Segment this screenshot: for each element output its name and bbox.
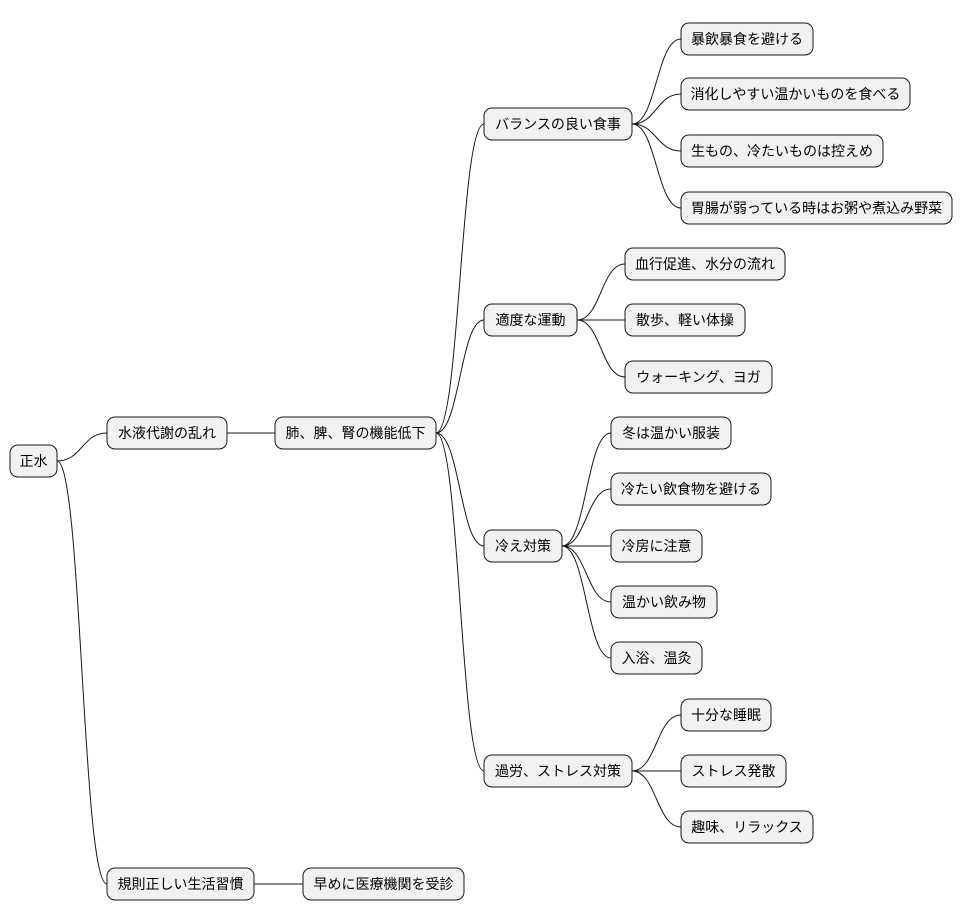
node-box <box>106 416 228 450</box>
node-label: バランスの良い食事 <box>495 116 621 133</box>
node-box <box>483 529 563 563</box>
mindmap-node-b2a: 早めに医療機関を受診 <box>302 867 465 901</box>
node-label: 早めに医療機関を受診 <box>314 876 454 893</box>
node-box <box>610 585 718 619</box>
mindmap-node-c3c: 冷房に注意 <box>610 529 703 563</box>
mindmap-nodes: 正水 水液代謝の乱れ 肺、脾、腎の機能低下 バランスの良い食事 暴飲暴食を避ける消化しや… <box>9 22 953 901</box>
node-box <box>624 247 786 281</box>
node-label: 正水 <box>20 454 48 470</box>
node-label: 十分な睡眠 <box>691 708 761 724</box>
connector-line <box>435 319 485 434</box>
connector-line <box>561 488 612 547</box>
node-box <box>680 754 787 788</box>
mindmap-node-b2: 規則正しい生活習慣 <box>106 867 255 901</box>
connector-line <box>435 123 485 434</box>
node-label: 規則正しい生活習慣 <box>118 876 244 893</box>
mindmap-node-root: 正水 <box>9 444 58 478</box>
node-box <box>680 191 953 225</box>
mindmap-node-c4c: 趣味、リラックス <box>680 810 814 844</box>
node-label: 入浴、温灸 <box>622 651 692 667</box>
node-label: 水液代謝の乱れ <box>118 426 216 442</box>
mindmap-node-c3d: 温かい飲み物 <box>610 585 718 619</box>
node-box <box>680 810 814 844</box>
node-box <box>610 472 772 506</box>
mindmap-node-c1: バランスの良い食事 <box>483 107 633 141</box>
connector-line <box>561 545 612 659</box>
node-box <box>483 754 633 788</box>
node-label: 冷たい飲食物を避ける <box>621 481 761 498</box>
mindmap-node-c1b: 消化しやすい温かいものを食べる <box>680 77 911 111</box>
node-box <box>9 444 58 478</box>
mindmap-node-c4: 過労、ストレス対策 <box>483 754 633 788</box>
node-label: 散歩、軽い体操 <box>636 313 734 329</box>
node-label: 温かい飲み物 <box>622 595 706 611</box>
node-box <box>680 134 884 168</box>
node-box <box>610 529 703 563</box>
connector-line <box>561 432 612 547</box>
node-label: ストレス発散 <box>692 764 776 780</box>
node-label: 冬は温かい服装 <box>622 426 720 442</box>
mindmap-node-b1a: 肺、脾、腎の機能低下 <box>274 416 437 450</box>
node-label: 暴飲暴食を避ける <box>691 31 803 48</box>
node-label: 冷房に注意 <box>622 538 692 555</box>
connector-line <box>56 432 108 462</box>
mindmap-node-b1: 水液代謝の乱れ <box>106 416 228 450</box>
node-box <box>483 303 578 337</box>
node-box <box>610 416 732 450</box>
mindmap-node-c4a: 十分な睡眠 <box>680 698 772 732</box>
mindmap-node-c2a: 血行促進、水分の流れ <box>624 247 786 281</box>
node-box <box>274 416 437 450</box>
node-label: 胃腸が弱っている時はお粥や煮込み野菜 <box>691 200 942 217</box>
mindmap-node-c1c: 生もの、冷たいものは控えめ <box>680 134 884 168</box>
mindmap-node-c1d: 胃腸が弱っている時はお粥や煮込み野菜 <box>680 191 953 225</box>
node-label: 冷え対策 <box>495 538 551 555</box>
node-label: 生もの、冷たいものは控えめ <box>691 144 873 160</box>
connector-line <box>561 545 612 603</box>
node-box <box>624 303 746 337</box>
connector-line <box>576 263 626 321</box>
connector-line <box>631 770 682 828</box>
mindmap-node-c3e: 入浴、温灸 <box>610 641 703 675</box>
mindmap-node-c3b: 冷たい飲食物を避ける <box>610 472 772 506</box>
node-box <box>680 22 814 56</box>
node-box <box>483 107 633 141</box>
node-label: 趣味、リラックス <box>691 820 803 836</box>
node-box <box>624 360 773 394</box>
node-label: 肺、脾、腎の機能低下 <box>286 426 426 442</box>
node-label: 血行促進、水分の流れ <box>635 257 775 273</box>
connector-line <box>631 38 682 125</box>
node-box <box>106 867 255 901</box>
mindmap-node-c2c: ウォーキング、ヨガ <box>624 360 773 394</box>
connector-line <box>631 93 682 125</box>
mindmap-node-c2b: 散歩、軽い体操 <box>624 303 746 337</box>
node-label: ウォーキング、ヨガ <box>636 370 761 386</box>
connector-line <box>576 319 626 378</box>
connector-line <box>631 123 682 152</box>
node-label: 消化しやすい温かいものを食べる <box>691 86 901 103</box>
connector-line <box>631 123 682 209</box>
node-box <box>680 77 911 111</box>
connector-line <box>631 714 682 772</box>
node-label: 適度な運動 <box>496 312 566 329</box>
node-box <box>680 698 772 732</box>
mindmap-node-c2: 適度な運動 <box>483 303 578 337</box>
node-box <box>302 867 465 901</box>
mindmap-node-c4b: ストレス発散 <box>680 754 787 788</box>
mindmap-node-c3: 冷え対策 <box>483 529 563 563</box>
mindmap-edges <box>56 38 682 885</box>
connector-line <box>56 460 108 885</box>
connector-line <box>435 432 485 772</box>
connector-line <box>435 432 485 547</box>
node-label: 過労、ストレス対策 <box>495 763 621 780</box>
mindmap-node-c1a: 暴飲暴食を避ける <box>680 22 814 56</box>
mindmap-node-c3a: 冬は温かい服装 <box>610 416 732 450</box>
node-box <box>610 641 703 675</box>
